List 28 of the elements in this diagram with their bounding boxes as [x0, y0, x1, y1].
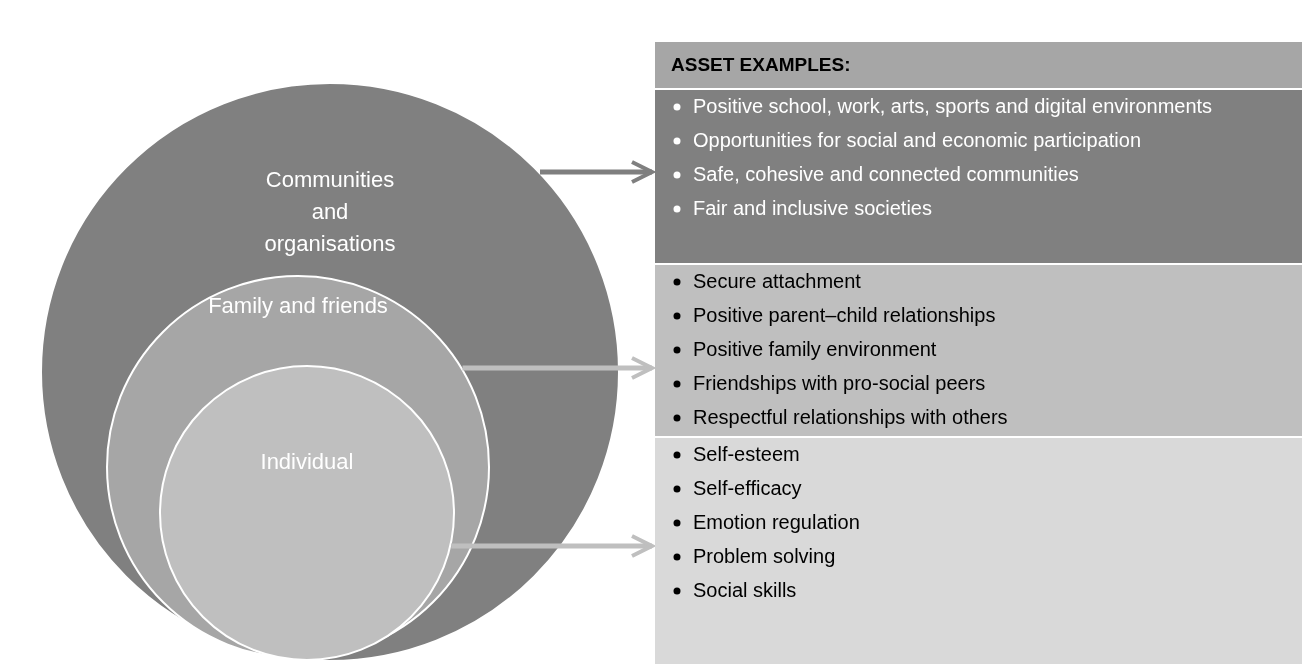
- header-bar: [655, 42, 1302, 88]
- asset-panel: [655, 265, 1302, 436]
- middle-circle: [106, 275, 490, 659]
- bullet-text: Safe, cohesive and connected communities: [693, 163, 1079, 185]
- bullet-text: Problem solving: [693, 545, 836, 567]
- arrow: [462, 356, 654, 380]
- bullet-text: Social skills: [693, 579, 797, 601]
- bullet-text: Self-efficacy: [693, 477, 802, 499]
- inner-circle: [159, 365, 455, 661]
- bullet-text: Respectful relationships with others: [693, 406, 1008, 428]
- arrow: [540, 160, 654, 184]
- arrow: [451, 534, 654, 558]
- bullet-text: Positive family environment: [693, 338, 937, 360]
- circle-label: Communities and organisations: [263, 166, 397, 258]
- bullet-text: Positive school, work, arts, sports and digital environments: [693, 95, 1213, 117]
- bullet-text: Self-esteem: [693, 443, 800, 465]
- circle-label: Family and friends: [207, 292, 389, 321]
- circle-label: Individual: [259, 448, 355, 477]
- asset-panel: [655, 438, 1302, 664]
- bullet-text: Positive parent–child relationships: [693, 304, 996, 326]
- outer-circle: [40, 82, 620, 662]
- bullet-text: Fair and inclusive societies: [693, 197, 932, 219]
- bullet-text: Friendships with pro-social peers: [693, 372, 986, 394]
- bullet-text: Opportunities for social and economic participation: [693, 129, 1142, 151]
- bullet-text: Secure attachment: [693, 270, 861, 292]
- bullet-text: Emotion regulation: [693, 511, 860, 533]
- asset-panel: [655, 90, 1302, 263]
- heading: ASSET EXAMPLES:: [671, 54, 851, 75]
